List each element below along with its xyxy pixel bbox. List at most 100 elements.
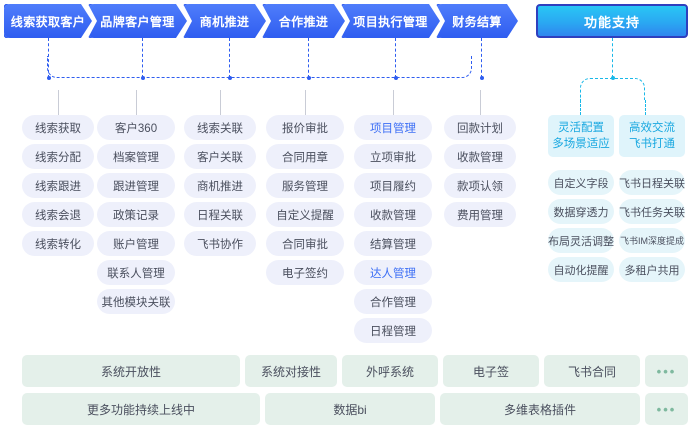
- feature-pill[interactable]: 项目管理: [354, 115, 432, 140]
- feature-pill[interactable]: 收款管理: [354, 202, 432, 227]
- flow-stage-5[interactable]: 项目执行管理: [341, 4, 440, 38]
- connector-support-stub: [645, 100, 646, 115]
- support-pill[interactable]: 数据穿透力: [548, 199, 614, 224]
- connector-stage-drop: [481, 38, 482, 78]
- flow-stage-label: 商机推进: [199, 14, 250, 29]
- flow-stage-label: 品牌客户管理: [100, 14, 175, 29]
- bottom-box[interactable]: 多维表格插件: [440, 393, 640, 425]
- connector-support-drop: [612, 38, 613, 78]
- feature-pill[interactable]: 线索分配: [22, 144, 94, 169]
- connector-node: [228, 76, 232, 80]
- flow-stage-label: 财务结算: [452, 14, 502, 29]
- bottom-box-label: 电子签: [472, 364, 509, 379]
- bottom-box-label: 飞书合同: [567, 364, 616, 379]
- feature-pill[interactable]: 合同用章: [266, 144, 344, 169]
- bottom-box-label: 更多功能持续上线中: [86, 402, 195, 417]
- feature-pill[interactable]: 合同审批: [266, 231, 344, 256]
- feature-pill[interactable]: 立项审批: [354, 144, 432, 169]
- flow-stage-label: 项目执行管理: [353, 14, 428, 29]
- bottom-box[interactable]: 外呼系统: [342, 355, 438, 387]
- support-pill[interactable]: 飞书任务关联: [619, 199, 685, 224]
- support-pill[interactable]: 自定义字段: [548, 170, 614, 195]
- feature-pill[interactable]: 结算管理: [354, 231, 432, 256]
- connector-column-stub: [480, 90, 481, 115]
- bottom-box-label: 多维表格插件: [503, 402, 576, 417]
- feature-pill[interactable]: 账户管理: [97, 231, 175, 256]
- feature-pill[interactable]: 服务管理: [266, 173, 344, 198]
- feature-pill[interactable]: 日程关联: [184, 202, 256, 227]
- feature-pill[interactable]: 政策记录: [97, 202, 175, 227]
- connector-support-stub: [580, 100, 581, 115]
- bottom-box[interactable]: 飞书合同: [544, 355, 640, 387]
- feature-pill[interactable]: 合作管理: [354, 289, 432, 314]
- flow-stage-1[interactable]: 线索获取客户: [4, 4, 92, 38]
- feature-pill[interactable]: 线索跟进: [22, 173, 94, 198]
- support-pill[interactable]: 自动化提醒: [548, 257, 614, 282]
- bottom-box-label: 系统开放性: [100, 364, 161, 379]
- flow-stage-2[interactable]: 品牌客户管理: [88, 4, 187, 38]
- feature-pill[interactable]: 款项认领: [444, 173, 516, 198]
- support-pill[interactable]: 多租户共用: [619, 257, 685, 282]
- bottom-box-label: 外呼系统: [365, 364, 414, 379]
- feature-pill[interactable]: 线索关联: [184, 115, 256, 140]
- bottom-box-label: 系统对接性: [260, 364, 321, 379]
- feature-pill[interactable]: 线索会退: [22, 202, 94, 227]
- support-group-title[interactable]: 高效交流飞书打通: [619, 115, 685, 157]
- support-pill[interactable]: 布局灵活调整: [548, 228, 614, 253]
- feature-pill[interactable]: 档案管理: [97, 144, 175, 169]
- flow-stage-label: 合作推进: [278, 14, 329, 29]
- feature-pill[interactable]: 联系人管理: [97, 260, 175, 285]
- ellipsis-icon: •••: [656, 401, 677, 417]
- support-group-title-line2: 飞书打通: [629, 138, 675, 150]
- feature-pill[interactable]: 项目履约: [354, 173, 432, 198]
- connector-node: [394, 76, 398, 80]
- support-pill[interactable]: 飞书日程关联: [619, 170, 685, 195]
- more-box[interactable]: •••: [645, 393, 688, 425]
- feature-pill[interactable]: 飞书协作: [184, 231, 256, 256]
- support-pill[interactable]: 飞书IM深度提成: [619, 228, 685, 253]
- connector-column-stub: [58, 90, 59, 115]
- feature-pill[interactable]: 其他模块关联: [97, 289, 175, 314]
- feature-pill[interactable]: 客户360: [97, 115, 175, 140]
- bottom-box[interactable]: 系统开放性: [22, 355, 240, 387]
- feature-pill[interactable]: 报价审批: [266, 115, 344, 140]
- more-box[interactable]: •••: [645, 355, 688, 387]
- connector-column-stub: [220, 90, 221, 115]
- feature-pill[interactable]: 达人管理: [354, 260, 432, 285]
- bottom-box[interactable]: 更多功能持续上线中: [22, 393, 260, 425]
- feature-pill[interactable]: 客户关联: [184, 144, 256, 169]
- connector-node: [611, 76, 615, 80]
- connector-support-bus: [580, 78, 645, 100]
- flow-stage-4[interactable]: 合作推进: [262, 4, 345, 38]
- connector-bus: [47, 56, 472, 78]
- feature-pill[interactable]: 电子签约: [266, 260, 344, 285]
- bottom-box[interactable]: 电子签: [443, 355, 539, 387]
- support-group-title-line1: 高效交流: [629, 122, 675, 134]
- bottom-box[interactable]: 系统对接性: [245, 355, 337, 387]
- feature-pill[interactable]: 日程管理: [354, 318, 432, 343]
- feature-pill[interactable]: 线索获取: [22, 115, 94, 140]
- connector-column-stub: [305, 90, 306, 115]
- feature-pill[interactable]: 自定义提醒: [266, 202, 344, 227]
- feature-pill[interactable]: 收款管理: [444, 144, 516, 169]
- feature-pill[interactable]: 费用管理: [444, 202, 516, 227]
- connector-column-stub: [393, 90, 394, 115]
- connector-column-stub: [136, 90, 137, 115]
- feature-pill[interactable]: 回款计划: [444, 115, 516, 140]
- support-group-title-line1: 灵活配置: [558, 122, 604, 134]
- bottom-box[interactable]: 数据bi: [265, 393, 435, 425]
- flow-stage-6[interactable]: 财务结算: [436, 4, 518, 38]
- support-header[interactable]: 功能支持: [536, 4, 688, 38]
- connector-node: [480, 76, 484, 80]
- support-group-title[interactable]: 灵活配置多场景适应: [548, 115, 614, 157]
- feature-pill[interactable]: 线索转化: [22, 231, 94, 256]
- feature-pill[interactable]: 商机推进: [184, 173, 256, 198]
- flow-stage-3[interactable]: 商机推进: [183, 4, 266, 38]
- flow-stage-label: 线索获取客户: [10, 14, 86, 29]
- support-group-title-line2: 多场景适应: [552, 138, 610, 150]
- feature-pill[interactable]: 跟进管理: [97, 173, 175, 198]
- ellipsis-icon: •••: [656, 363, 677, 379]
- bottom-box-label: 数据bi: [333, 402, 367, 417]
- connector-node: [307, 76, 311, 80]
